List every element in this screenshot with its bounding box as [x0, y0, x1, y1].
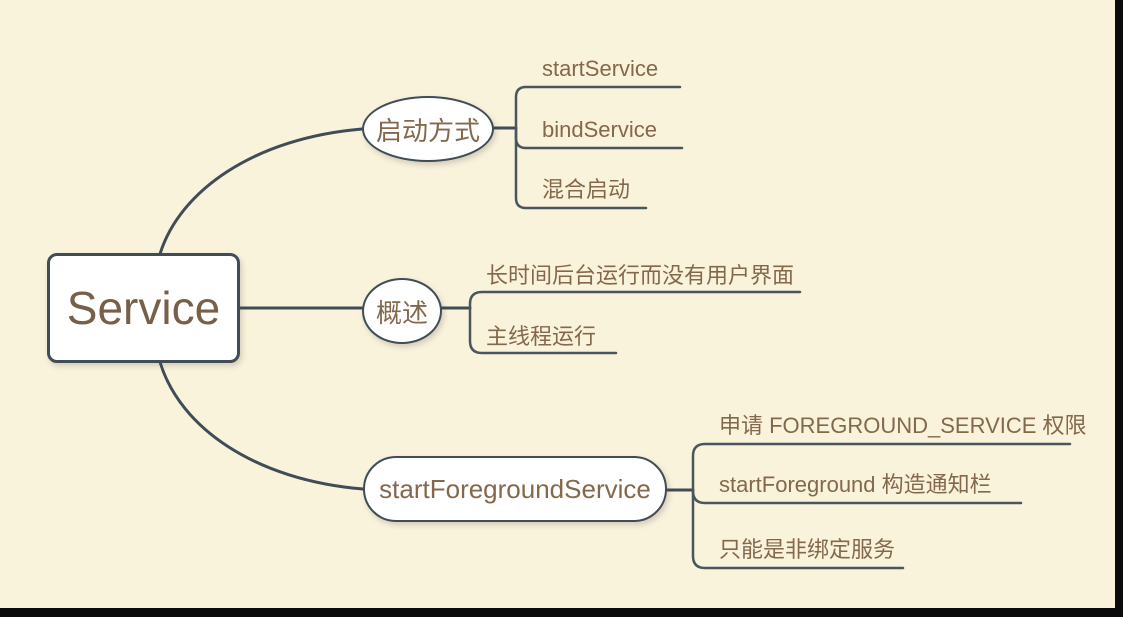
child-node-start-service[interactable]: startService: [542, 56, 659, 81]
child-node-start-foreground-notification[interactable]: startForeground 构造通知栏: [719, 472, 992, 497]
connector-root-to-branch1: [158, 127, 364, 256]
branch-node-label: startForegroundService: [379, 473, 651, 504]
underline-branch1-child1: [514, 85, 682, 130]
child-node-unbound-only[interactable]: 只能是非绑定服务: [719, 537, 896, 562]
branch-node-start-foreground-service[interactable]: startForegroundService: [363, 456, 667, 522]
underline-branch3-child3: [691, 488, 905, 570]
root-node-service[interactable]: Service: [47, 253, 240, 363]
connector-root-to-branch3: [158, 360, 365, 491]
underline-branch1-child3: [514, 126, 648, 210]
branch-node-label: 启动方式: [375, 115, 480, 146]
branch-node-label: 概述: [375, 297, 428, 328]
branch-node-launch-modes[interactable]: 启动方式: [362, 96, 494, 162]
child-node-main-thread[interactable]: 主线程运行: [486, 324, 597, 349]
window-edge-bottom: [0, 608, 1123, 617]
underline-branch2-child1: [468, 290, 802, 310]
window-edge-right: [1115, 0, 1123, 617]
branch-node-overview[interactable]: 概述: [362, 278, 442, 344]
child-node-mixed-launch[interactable]: 混合启动: [542, 177, 631, 202]
child-node-long-running-no-ui[interactable]: 长时间后台运行而没有用户界面: [486, 263, 795, 288]
child-node-bind-service[interactable]: bindService: [542, 117, 657, 142]
root-node-label: Service: [66, 282, 221, 334]
underline-branch2-child2: [468, 306, 618, 355]
underline-branch3-child1: [691, 442, 1072, 492]
child-node-foreground-permission[interactable]: 申请 FOREGROUND_SERVICE 权限: [719, 413, 1087, 438]
